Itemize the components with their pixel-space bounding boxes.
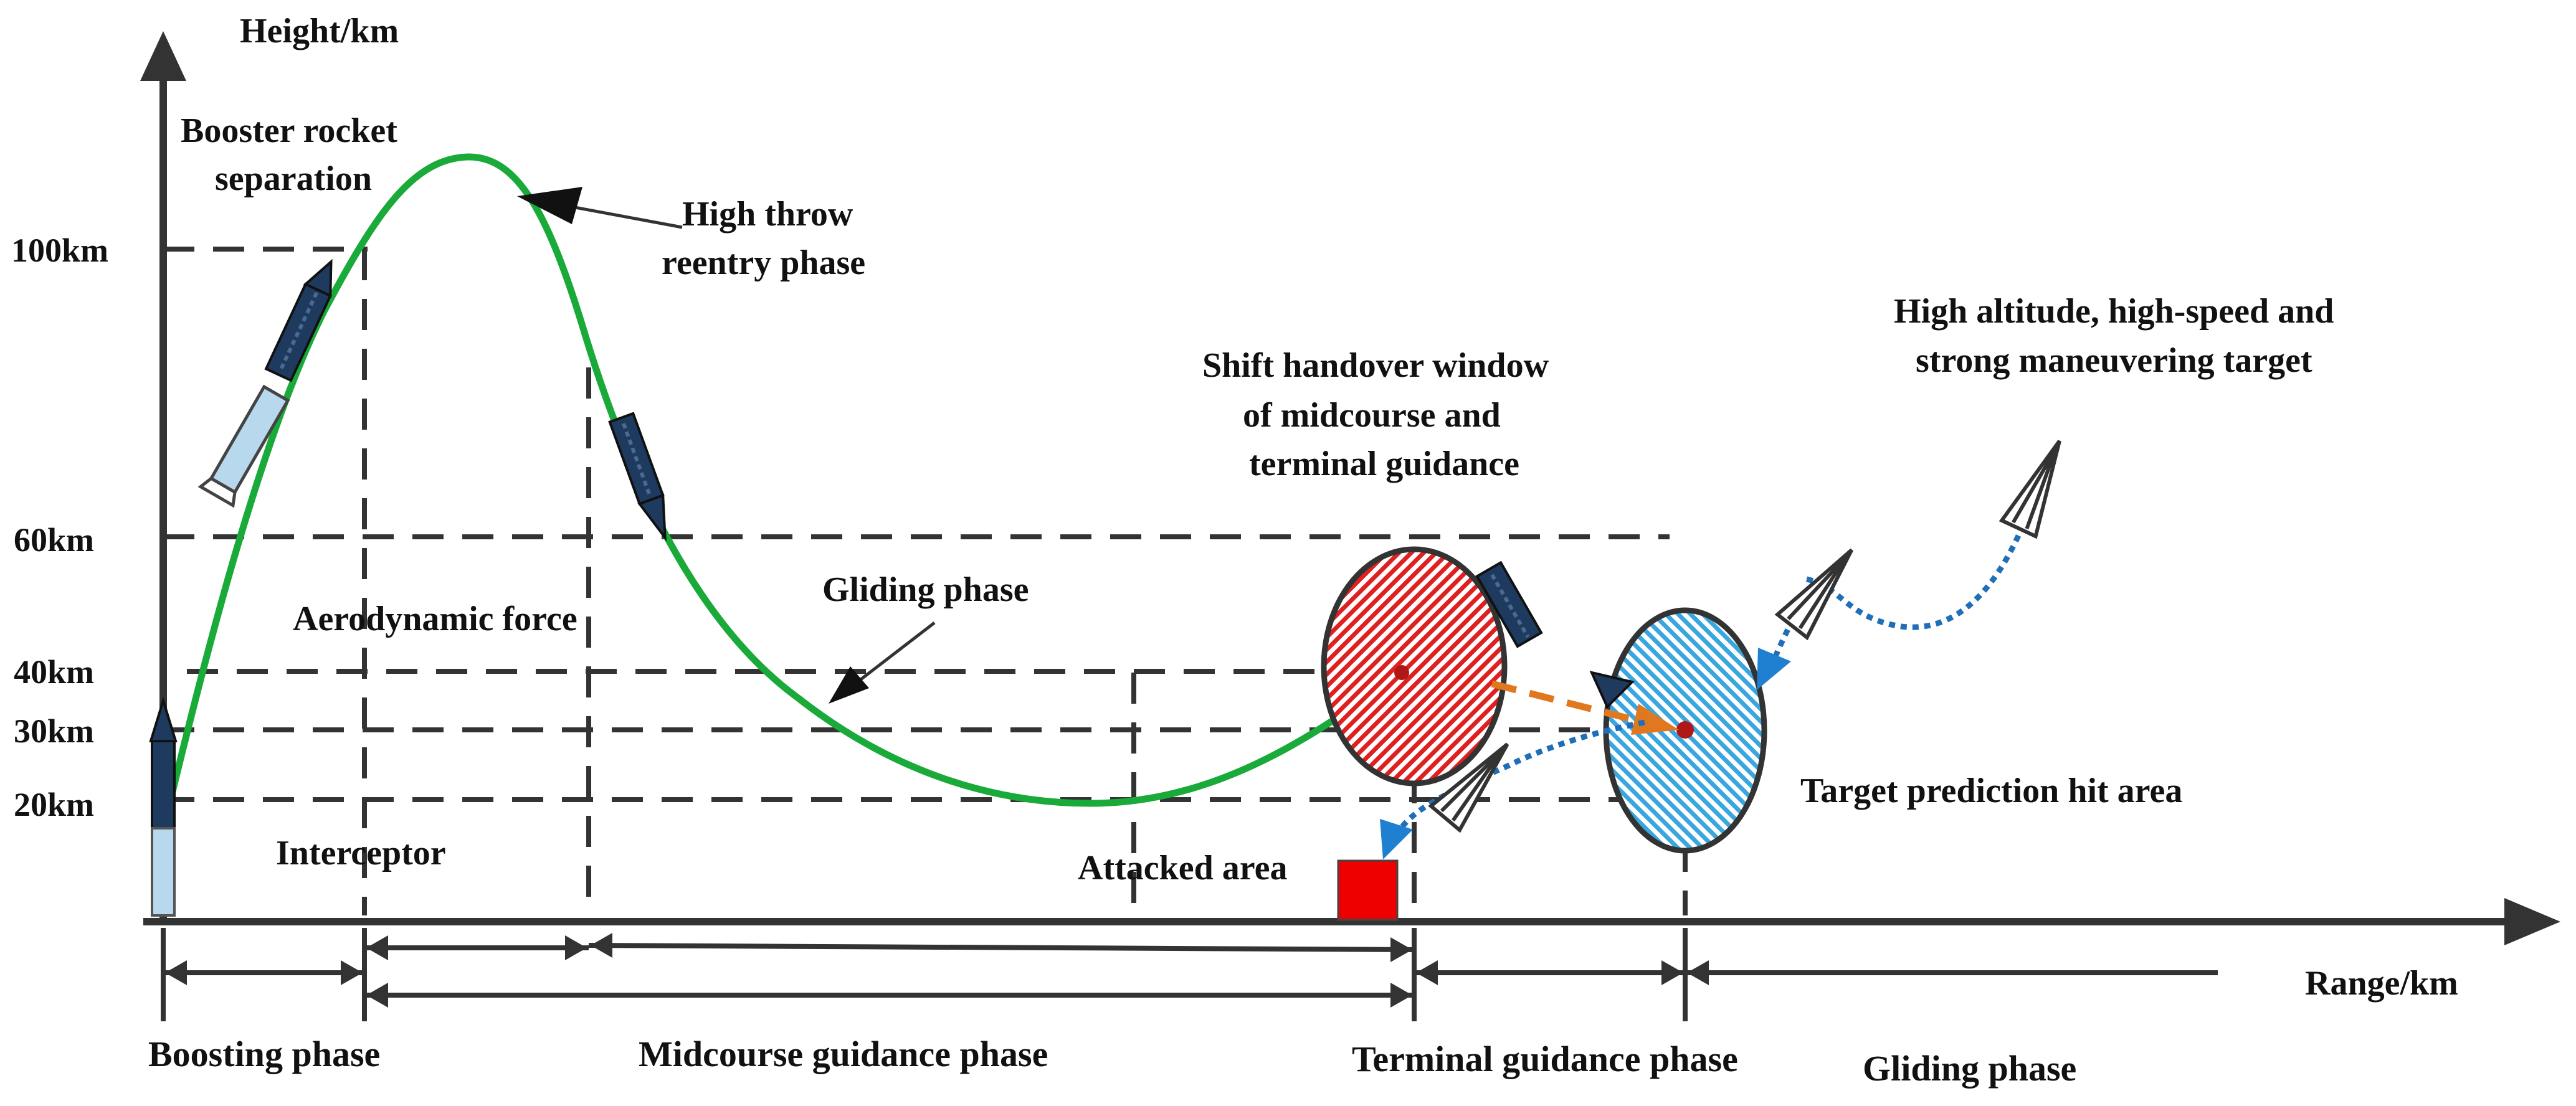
annotations: Booster rocket separation High throw ree… bbox=[181, 111, 2334, 887]
handover-point bbox=[1394, 665, 1409, 680]
glide-vehicle-icon bbox=[1428, 440, 2061, 833]
handover-window-ellipse bbox=[1321, 546, 1508, 787]
target-path-main bbox=[1805, 534, 2022, 630]
tick-30km: 30km bbox=[14, 712, 94, 750]
tick-40km: 40km bbox=[14, 653, 94, 691]
target-arrowhead bbox=[1757, 648, 1791, 690]
label-hit-area: Target prediction hit area bbox=[1800, 772, 2182, 810]
interceptor-seeker-icon bbox=[1589, 671, 1635, 709]
target-vehicle-far-icon bbox=[1999, 440, 2061, 539]
phase-span-arrowheads bbox=[165, 933, 1709, 1008]
x-axis-arrow bbox=[2504, 898, 2560, 945]
attack-arrowhead bbox=[1380, 819, 1413, 859]
glide-vehicle-lower bbox=[1428, 742, 1509, 833]
phase-boosting: Boosting phase bbox=[148, 1034, 380, 1074]
label-booster-separation-2: separation bbox=[215, 159, 372, 198]
tick-100km: 100km bbox=[11, 232, 108, 269]
label-booster-separation-1: Booster rocket bbox=[181, 111, 397, 150]
reentry-vehicle-icon bbox=[608, 412, 667, 542]
missile-icon bbox=[264, 258, 333, 382]
phase-labels: Boosting phase Midcourse guidance phase … bbox=[148, 1034, 2076, 1089]
phase-terminal: Terminal guidance phase bbox=[1352, 1039, 1738, 1079]
label-high-throw-1: High throw bbox=[682, 195, 853, 234]
pointer-reentry-head bbox=[517, 187, 582, 224]
label-gliding-phase: Gliding phase bbox=[822, 570, 1029, 609]
pointer-arrows bbox=[517, 187, 936, 704]
tick-60km: 60km bbox=[14, 521, 94, 559]
tick-20km: 20km bbox=[14, 786, 94, 823]
pointer-gliding bbox=[852, 622, 936, 686]
interceptor-rocket-icon bbox=[149, 696, 178, 917]
label-target-1: High altitude, high-speed and bbox=[1894, 292, 2334, 331]
interceptor-near-handover-icon bbox=[1475, 560, 1543, 648]
handover-arrow bbox=[1491, 680, 1646, 726]
pointer-gliding-head bbox=[829, 666, 869, 704]
y-axis-arrow bbox=[140, 31, 186, 81]
glide-to-attack-path bbox=[1392, 719, 1645, 839]
phase-midcourse: Midcourse guidance phase bbox=[639, 1034, 1048, 1074]
booster-stage-icon bbox=[197, 384, 290, 508]
attacked-area-box bbox=[1337, 859, 1399, 921]
phase-gliding: Gliding phase bbox=[1863, 1048, 2076, 1089]
y-tick-labels: 100km 60km 40km 30km 20km bbox=[11, 232, 108, 823]
y-axis-label: Height/km bbox=[240, 12, 399, 50]
label-handover-1: Shift handover window bbox=[1202, 346, 1549, 385]
label-attacked-area: Attacked area bbox=[1078, 849, 1287, 887]
label-handover-3: terminal guidance bbox=[1249, 445, 1519, 483]
phase-spans bbox=[161, 928, 2218, 1021]
label-aerodynamic-force: Aerodynamic force bbox=[293, 600, 577, 638]
label-interceptor: Interceptor bbox=[276, 834, 446, 872]
axes: Height/km Range/km bbox=[140, 12, 2560, 1003]
span-gliding-upper bbox=[588, 943, 1415, 952]
handover-arrowhead bbox=[1631, 704, 1679, 735]
x-axis-label: Range/km bbox=[2305, 964, 2458, 1003]
label-high-throw-2: reentry phase bbox=[662, 243, 865, 282]
label-target-2: strong maneuvering target bbox=[1916, 341, 2312, 380]
hit-point bbox=[1676, 721, 1694, 739]
target-vehicle-icon bbox=[1774, 548, 1854, 641]
label-handover-2: of midcourse and bbox=[1243, 396, 1501, 435]
